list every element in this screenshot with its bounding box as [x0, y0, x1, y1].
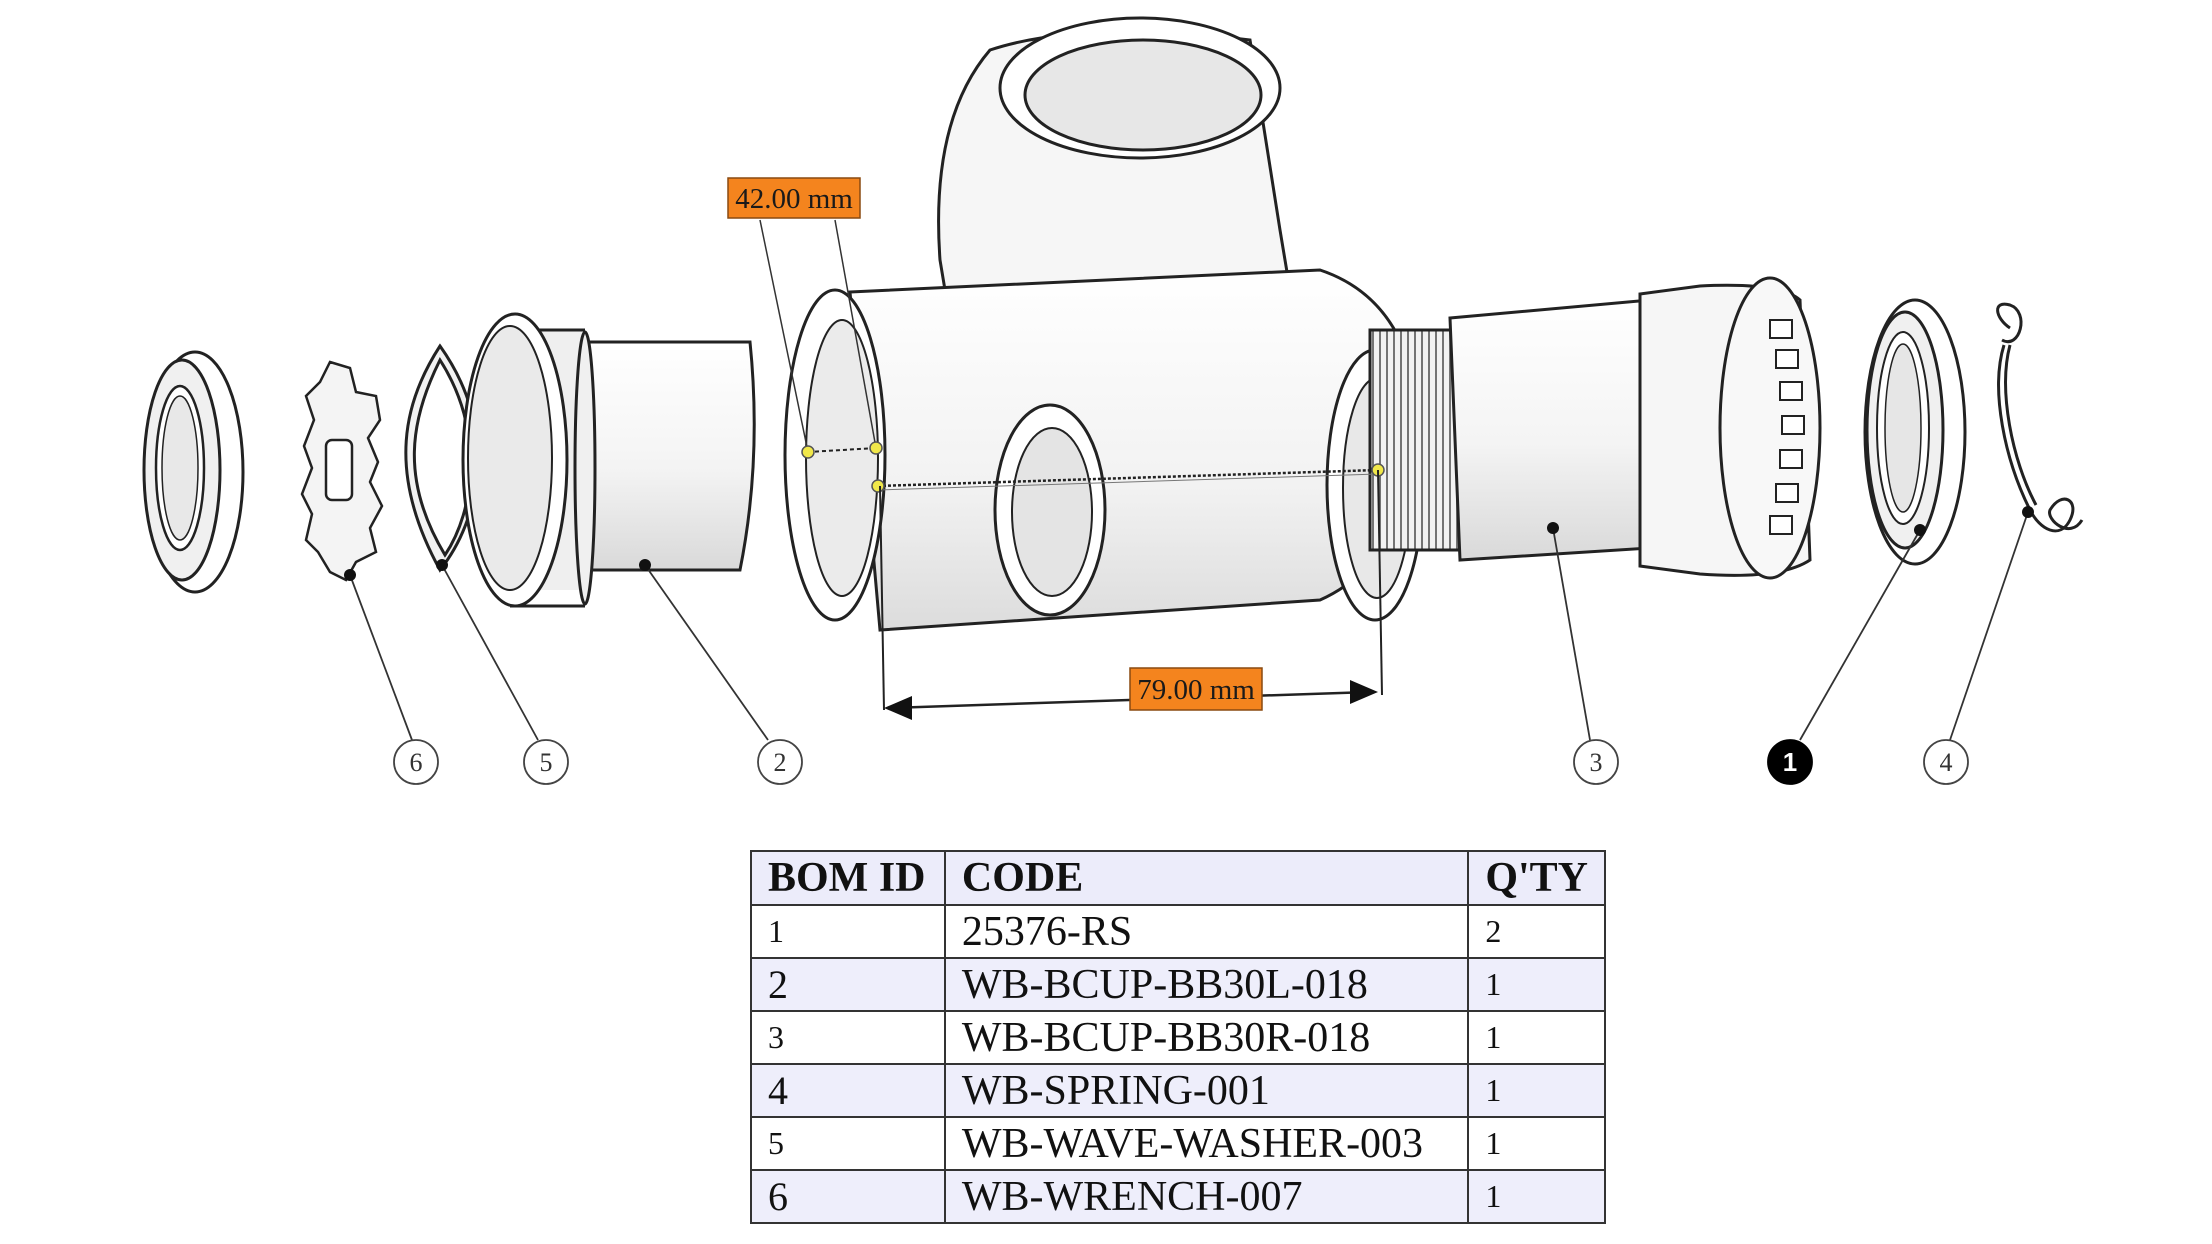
callout-balloon-2[interactable]: 2 [757, 739, 803, 785]
bom-cell-qty: 1 [1467, 1063, 1606, 1118]
bom-cell-code: WB-BCUP-BB30R-018 [943, 1010, 1470, 1065]
dimension-label-42: 42.00 mm [735, 183, 853, 215]
leader-anchor-dot [344, 569, 356, 581]
bom-header-row: BOM ID CODE Q'TY [750, 850, 1606, 906]
leader-lines [349, 511, 2029, 741]
bom-row[interactable]: 4 WB-SPRING-001 1 [750, 1063, 1606, 1118]
bearing-left-part [142, 350, 245, 594]
bom-cell-qty: 1 [1467, 1116, 1606, 1171]
bom-cell-code: WB-BCUP-BB30L-018 [943, 957, 1470, 1012]
bom-cell-code: WB-WRENCH-007 [943, 1169, 1470, 1224]
callout-balloon-3[interactable]: 3 [1573, 739, 1619, 785]
svg-text:2: 2 [774, 748, 787, 777]
callout-balloon-1-active[interactable]: 1 [1767, 739, 1813, 785]
leader-anchor-dot [1914, 524, 1926, 536]
spring-clip-part [1996, 302, 2084, 533]
bom-cell-code: 25376-RS [943, 904, 1470, 959]
bom-cell-id: 4 [750, 1063, 946, 1118]
leader-anchor-dot [639, 559, 651, 571]
svg-text:1: 1 [1783, 747, 1797, 777]
bom-cell-id: 2 [750, 957, 946, 1012]
bom-header-id: BOM ID [750, 850, 946, 906]
bom-cell-qty: 1 [1467, 1169, 1606, 1224]
bom-cell-qty: 2 [1467, 904, 1606, 959]
left-cup-part [461, 312, 756, 608]
bom-row[interactable]: 5 WB-WAVE-WASHER-003 1 [750, 1116, 1606, 1171]
bom-header-qty: Q'TY [1467, 850, 1606, 906]
bom-row[interactable]: 6 WB-WRENCH-007 1 [750, 1169, 1606, 1224]
bom-cell-id: 3 [750, 1010, 946, 1065]
bom-header-code: CODE [943, 850, 1470, 906]
leader-anchor-dot [436, 559, 448, 571]
leader-anchor-dot [2022, 506, 2034, 518]
measure-point-marker[interactable] [869, 441, 883, 455]
callout-balloon-4[interactable]: 4 [1923, 739, 1969, 785]
bom-cell-code: WB-WAVE-WASHER-003 [943, 1116, 1470, 1171]
callout-balloon-6[interactable]: 6 [393, 739, 439, 785]
bom-row[interactable]: 2 WB-BCUP-BB30L-018 1 [750, 957, 1606, 1012]
dimension-label-79: 79.00 mm [1137, 674, 1255, 706]
bom-cell-qty: 1 [1467, 1010, 1606, 1065]
svg-text:4: 4 [1940, 748, 1953, 777]
measure-point-marker[interactable] [871, 479, 885, 493]
callout-balloon-5[interactable]: 5 [523, 739, 569, 785]
svg-text:6: 6 [410, 748, 423, 777]
bom-cell-id: 1 [750, 904, 946, 959]
bom-row[interactable]: 3 WB-BCUP-BB30R-018 1 [750, 1010, 1606, 1065]
bom-cell-id: 6 [750, 1169, 946, 1224]
leader-anchor-dot [1547, 522, 1559, 534]
bom-table: BOM ID CODE Q'TY 1 25376-RS 2 2 WB-BCUP-… [750, 850, 1606, 1224]
bom-row[interactable]: 1 25376-RS 2 [750, 904, 1606, 959]
dimension-79-annotation: 79.00 mm [871, 463, 1385, 720]
bom-cell-code: WB-SPRING-001 [943, 1063, 1470, 1118]
svg-text:5: 5 [540, 748, 553, 777]
bottom-bracket-shell [783, 16, 1425, 632]
measure-point-marker[interactable] [801, 445, 815, 459]
dimension-42-annotation: 42.00 mm [727, 177, 883, 459]
bom-cell-id: 5 [750, 1116, 946, 1171]
bearing-right-part [1863, 298, 1967, 566]
right-cup-part [1368, 276, 1822, 580]
bom-cell-qty: 1 [1467, 957, 1606, 1012]
svg-text:3: 3 [1590, 748, 1603, 777]
wrench-part [300, 360, 384, 582]
